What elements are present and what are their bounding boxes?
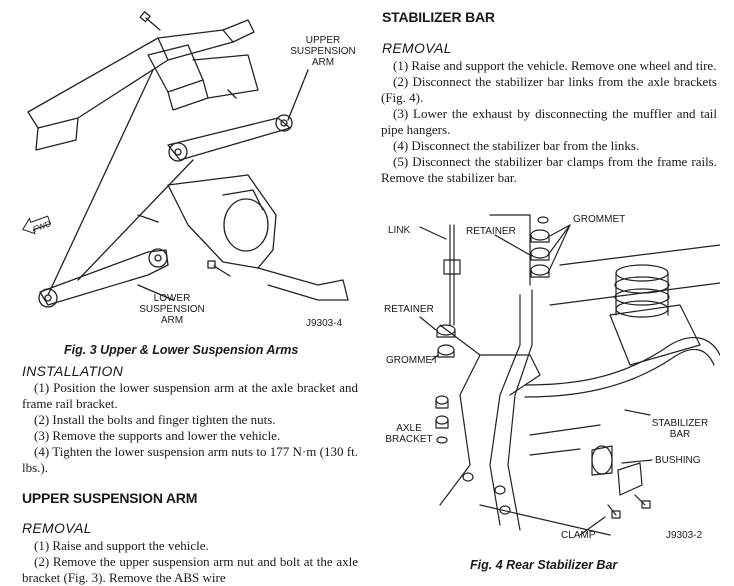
label-line: BAR (669, 429, 691, 440)
retainer-left-label: RETAINER (384, 304, 434, 315)
label-line: SUSPENSION (139, 304, 205, 315)
upper-suspension-arm-heading: UPPER SUSPENSION ARM (22, 490, 198, 506)
stabilizer-bar-label: STABILIZER BAR (648, 418, 712, 440)
link-label: LINK (388, 225, 411, 236)
upper-arm-removal-heading: REMOVAL (22, 520, 92, 536)
figure-3-code: J9303-4 (306, 318, 343, 329)
stabilizer-step: (5) Disconnect the stabilizer bar clamps… (381, 154, 717, 185)
lower-suspension-arm-label: LOWER SUSPENSION ARM (137, 293, 207, 326)
bushing-label: BUSHING (655, 455, 701, 466)
figure-4-code: J9303-2 (666, 530, 703, 541)
figure-3-caption: Fig. 3 Upper & Lower Suspension Arms (64, 343, 299, 357)
stabilizer-removal-steps: (1) Raise and support the vehicle. Remov… (381, 58, 717, 186)
stabilizer-bar-heading: STABILIZER BAR (382, 9, 495, 25)
label-line: ARM (311, 57, 335, 68)
upper-arm-step: (2) Remove the upper suspension arm nut … (22, 554, 358, 585)
label-line: BRACKET (385, 434, 433, 445)
label-line: ARM (160, 315, 184, 326)
axle-bracket-label: AXLE BRACKET (384, 423, 434, 445)
label-line: UPPER (305, 35, 341, 46)
installation-step: (2) Install the bolts and finger tighten… (34, 412, 276, 427)
figure-3 (18, 0, 363, 338)
grommet-left-label: GROMMET (386, 355, 439, 366)
figure-4-caption: Fig. 4 Rear Stabilizer Bar (470, 558, 618, 572)
label-line: STABILIZER (651, 418, 709, 429)
label-line: AXLE (396, 423, 422, 434)
label-line: SUSPENSION (290, 46, 356, 57)
installation-step: (1) Position the lower suspension arm at… (22, 380, 358, 411)
stabilizer-step: (2) Disconnect the stabilizer bar links … (381, 74, 717, 105)
installation-heading: INSTALLATION (22, 363, 124, 379)
retainer-top-label: RETAINER (466, 226, 516, 237)
clamp-label: CLAMP (561, 530, 596, 541)
stabilizer-bar-illustration (419, 214, 720, 536)
suspension-arms-illustration (21, 11, 349, 308)
upper-suspension-arm-label: UPPER SUSPENSION ARM (288, 35, 358, 68)
installation-steps: (1) Position the lower suspension arm at… (22, 380, 358, 476)
stabilizer-step: (3) Lower the exhaust by disconnecting t… (381, 106, 717, 137)
stabilizer-step: (1) Raise and support the vehicle. Remov… (393, 58, 717, 73)
stabilizer-removal-heading: REMOVAL (382, 40, 452, 56)
upper-arm-step: (1) Raise and support the vehicle. (34, 538, 209, 553)
stabilizer-step: (4) Disconnect the stabilizer bar from t… (393, 138, 640, 153)
grommet-top-label: GROMMET (573, 214, 626, 225)
upper-arm-removal-steps: (1) Raise and support the vehicle. (2) R… (22, 538, 358, 586)
figure-4 (380, 205, 720, 550)
label-line: LOWER (153, 293, 191, 304)
installation-step: (3) Remove the supports and lower the ve… (34, 428, 281, 443)
installation-step: (4) Tighten the lower suspension arm nut… (22, 444, 358, 475)
